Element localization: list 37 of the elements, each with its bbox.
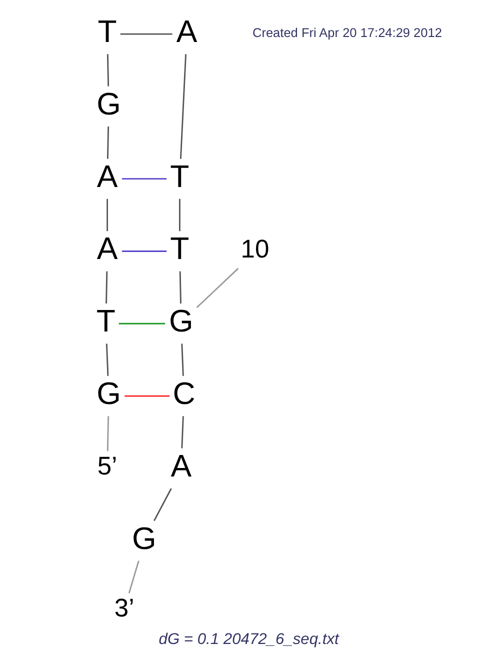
node-text: A: [170, 448, 192, 484]
connector: [106, 126, 110, 159]
connector: [106, 416, 110, 452]
connector: [106, 344, 109, 376]
node-text: C: [172, 376, 196, 411]
connector: [128, 560, 140, 594]
node-text: A: [96, 231, 118, 266]
node-text: A: [96, 158, 118, 194]
node-text: 3’: [114, 594, 134, 623]
connector: [124, 395, 170, 397]
connector: [106, 54, 110, 86]
node-text: A: [176, 14, 198, 49]
connector: [179, 198, 180, 232]
node-text: T: [96, 304, 116, 339]
node-text: 5’: [97, 452, 118, 481]
node-text: G: [132, 520, 156, 556]
caption: dG = 0.1 20472_6_seq.txt: [158, 631, 339, 648]
node-text: T: [170, 231, 190, 266]
connector: [122, 250, 167, 252]
node-text: T: [98, 14, 117, 49]
connector: [196, 268, 239, 308]
label: Created Fri Apr 20 17:24:29 2012: [252, 25, 442, 40]
connector: [106, 271, 108, 304]
connector: [181, 416, 184, 448]
connector: [118, 322, 166, 324]
node-text: G: [96, 86, 121, 122]
node-text: G: [168, 304, 194, 339]
connector: [181, 344, 184, 376]
connector: [180, 54, 187, 159]
node-text: G: [96, 376, 121, 411]
connector: [179, 271, 182, 304]
node-text: T: [170, 158, 190, 194]
node-text: 10: [240, 235, 270, 264]
connector: [106, 198, 108, 232]
connector: [120, 33, 172, 35]
connector: [154, 488, 172, 522]
connector: [122, 178, 167, 180]
